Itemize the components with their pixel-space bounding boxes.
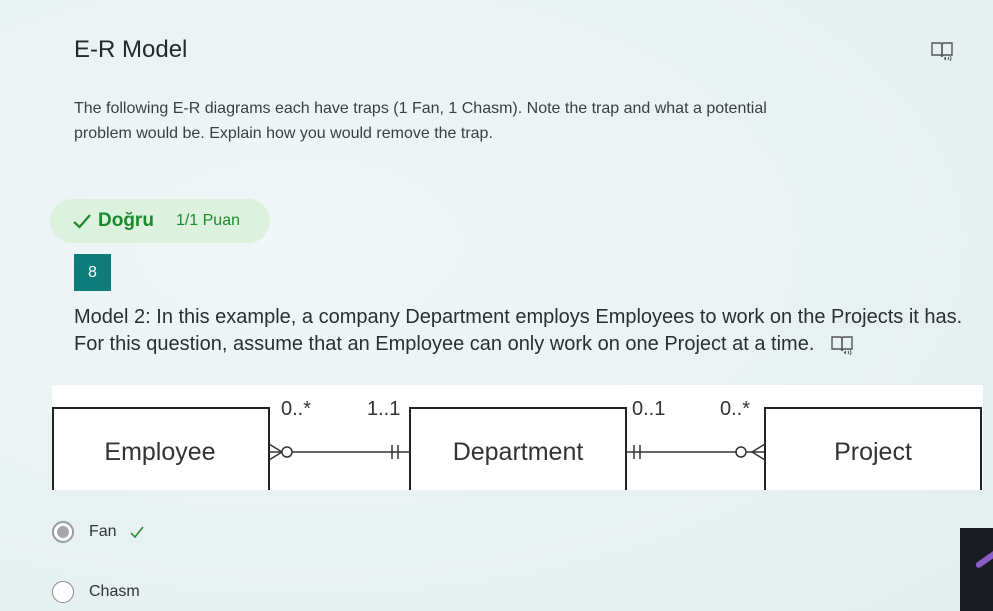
one-and-only-one-mark [391,445,399,459]
radio-button-selected[interactable] [52,521,74,543]
entity-project-label: Project [834,438,912,466]
checkmark-icon [130,526,144,539]
crowsfoot-zero-many [268,443,293,461]
section-description: The following E-R diagrams each have tra… [74,100,767,142]
multiplicity-project: 0..* [720,398,750,420]
option-label: Fan [89,523,117,540]
question-text-block: Model 2: In this example, a company Depa… [74,304,964,358]
entity-employee-label: Employee [104,438,215,466]
option-label: Chasm [89,583,140,600]
multiplicity-department-left: 1..1 [367,398,400,420]
logo-stroke [974,549,993,569]
entity-department-label: Department [453,438,584,466]
option-fan[interactable]: Fan [52,521,145,543]
immersive-reader-icon[interactable] [830,334,854,356]
result-score: 1/1 Puan [175,212,240,229]
immersive-reader-icon[interactable] [930,40,954,62]
result-status: Doğru [98,210,154,231]
entity-department-box [409,407,627,490]
result-badge: Doğru 1/1 Puan [50,199,270,243]
multiplicity-employee: 0..* [281,398,311,420]
option-chasm[interactable]: Chasm [52,581,140,603]
video-thumbnail-overlay[interactable] [960,528,993,611]
section-title: E-R Model [74,36,188,63]
entity-employee-box [52,407,270,490]
er-diagram-image: Employee Department Project 0..* 1..1 [52,385,983,490]
zero-or-one-mark [633,445,641,459]
question-number-badge: 8 [74,254,111,291]
question-text: Model 2: In this example, a company Depa… [74,306,963,355]
checkmark-icon [73,214,91,229]
multiplicity-department-right: 0..1 [632,398,665,420]
crowsfoot-zero-many [735,443,766,461]
radio-button[interactable] [52,581,74,603]
entity-project-box [764,407,982,490]
